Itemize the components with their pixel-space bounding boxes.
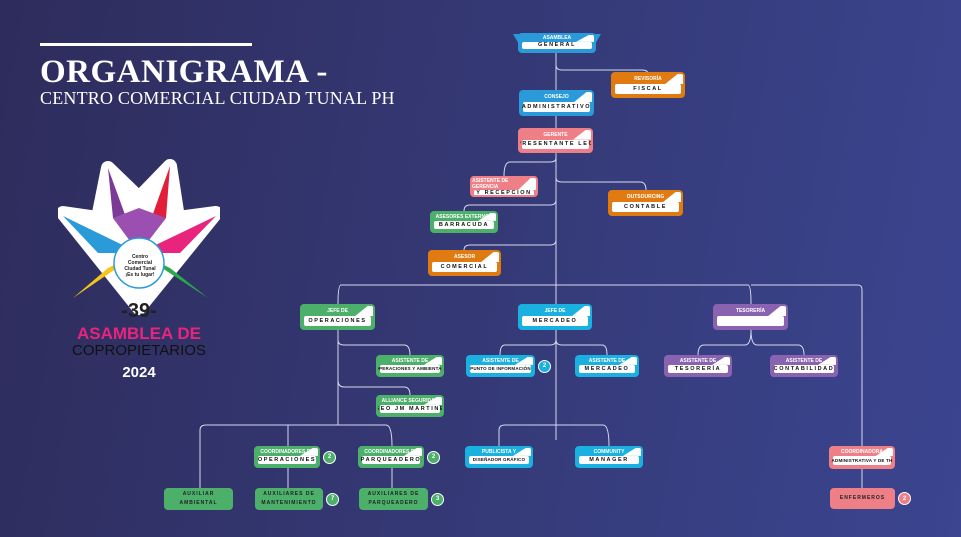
node-label: OPERACIONES (257, 455, 317, 464)
node-aux-parqueadero[interactable]: AUXILIARES DE PARQUEADERO (359, 488, 428, 510)
node-label: CONTABILIDAD (773, 364, 835, 373)
node-title: COMMUNITY (577, 448, 641, 456)
brand-mark: Centro Comercial Ciudad Tunal ¡Es tu lug… (124, 254, 156, 278)
node-title: REVISORÍA (613, 74, 683, 84)
flower-logo-icon (56, 159, 223, 315)
node-label: PUNTO DE INFORMACIÓN (470, 364, 531, 373)
count-badge: 2 (898, 492, 911, 505)
node-title: AUXILIARES DE (263, 491, 315, 497)
logo-line2: COPROPIETARIOS (72, 342, 206, 359)
count-badge: 2 (323, 450, 336, 464)
edition-number: -39- (121, 300, 157, 322)
node-title: COORDINADORES DE (256, 448, 318, 456)
node-alliance[interactable]: ALLIANCE SEGURIDADASEO JM MARTINEZ (376, 395, 444, 417)
node-label: PARQUEADERO (360, 455, 422, 464)
node-label: ASEO JM MARTINEZ (378, 404, 442, 413)
node-label: OPERACIONES Y AMBIENTAL (376, 364, 444, 373)
node-label: CONTABLE (612, 202, 679, 212)
count-badge: 2 (427, 450, 440, 464)
node-title: JEFE DE (302, 306, 373, 316)
count-badge: 3 (431, 492, 444, 506)
node-label: COMERCIAL (432, 262, 497, 272)
node-title: ASISTENTE DE (468, 357, 533, 365)
node-label: GENERAL (522, 41, 592, 49)
node-title: ALLIANCE SEGURIDAD (378, 397, 442, 405)
node-title: ASISTENTE DE (772, 357, 836, 365)
node-title: AUXILIARES DE (367, 491, 420, 497)
node-label: MANAGER (579, 455, 639, 464)
node-title: ASISTENTE DE (577, 357, 637, 365)
node-title: PUBLICISTA Y (467, 448, 531, 456)
node-title: CONSEJO (521, 92, 592, 102)
node-label: ADMINISTRATIVA Y DE TH (831, 456, 893, 465)
node-label: MERCADEO (579, 364, 635, 373)
node-label: REPRESENTANTE LEGAL (520, 139, 591, 149)
node-title: ASISTENTE DE GERENCIA (472, 178, 536, 190)
node-label: OPERACIONES (304, 316, 371, 326)
node-label: MERCADEO (522, 316, 588, 326)
node-label: ENFERMEROS (839, 495, 886, 501)
node-title: AUXILIAR (182, 491, 215, 497)
node-label: BARRACUDA (434, 220, 494, 229)
node-enfermeros[interactable]: ENFERMEROS (830, 488, 895, 509)
node-tesoreria[interactable]: TESORERÍA (713, 304, 788, 330)
node-title: OUTSOURCING (610, 192, 681, 202)
node-aux-ambiental[interactable]: AUXILIAR AMBIENTAL (164, 488, 233, 510)
logo-year: 2024 (122, 364, 156, 381)
node-title: JEFE DE (520, 306, 590, 316)
node-label: PARQUEADERO (368, 500, 419, 506)
logo-line1: ASAMBLEA DE (76, 324, 202, 343)
node-title: TESORERÍA (715, 306, 786, 316)
node-gerente[interactable]: GERENTEREPRESENTANTE LEGAL (518, 128, 593, 153)
node-label: ADMINISTRATIVO (521, 102, 592, 112)
assembly-logo: Centro Comercial Ciudad Tunal ¡Es tu lug… (56, 158, 223, 388)
node-label: TESORERÍA (668, 364, 728, 373)
node-title: ASESORES EXTERNOS (432, 213, 496, 221)
title-rule (40, 43, 252, 46)
node-title: COORDINADORES DE (360, 448, 422, 456)
node-title: GERENTE (520, 130, 591, 140)
page-subtitle: CENTRO COMERCIAL CIUDAD TUNAL PH (40, 88, 395, 108)
node-label: DISEÑADOR GRÁFICO (469, 455, 529, 464)
count-badge: 2 (538, 359, 551, 373)
count-badge: 7 (326, 492, 339, 506)
node-title: ASISTENTE DE (666, 357, 730, 365)
node-title: ASAMBLEA (520, 35, 594, 42)
node-label: AMBIENTAL (179, 500, 218, 506)
node-label: FISCAL (615, 84, 681, 94)
node-title: COORDINADORA (831, 448, 893, 456)
page-title: ORGANIGRAMA - (40, 54, 328, 90)
node-title: ASISTENTE DE (378, 357, 442, 365)
node-label: MANTENIMIENTO (261, 500, 317, 506)
node-label (717, 316, 784, 326)
node-title: ASESOR (430, 252, 499, 262)
node-aux-mantenimiento[interactable]: AUXILIARES DE MANTENIMIENTO (255, 488, 323, 510)
node-label: Y RECEPCIÓN (474, 190, 534, 195)
